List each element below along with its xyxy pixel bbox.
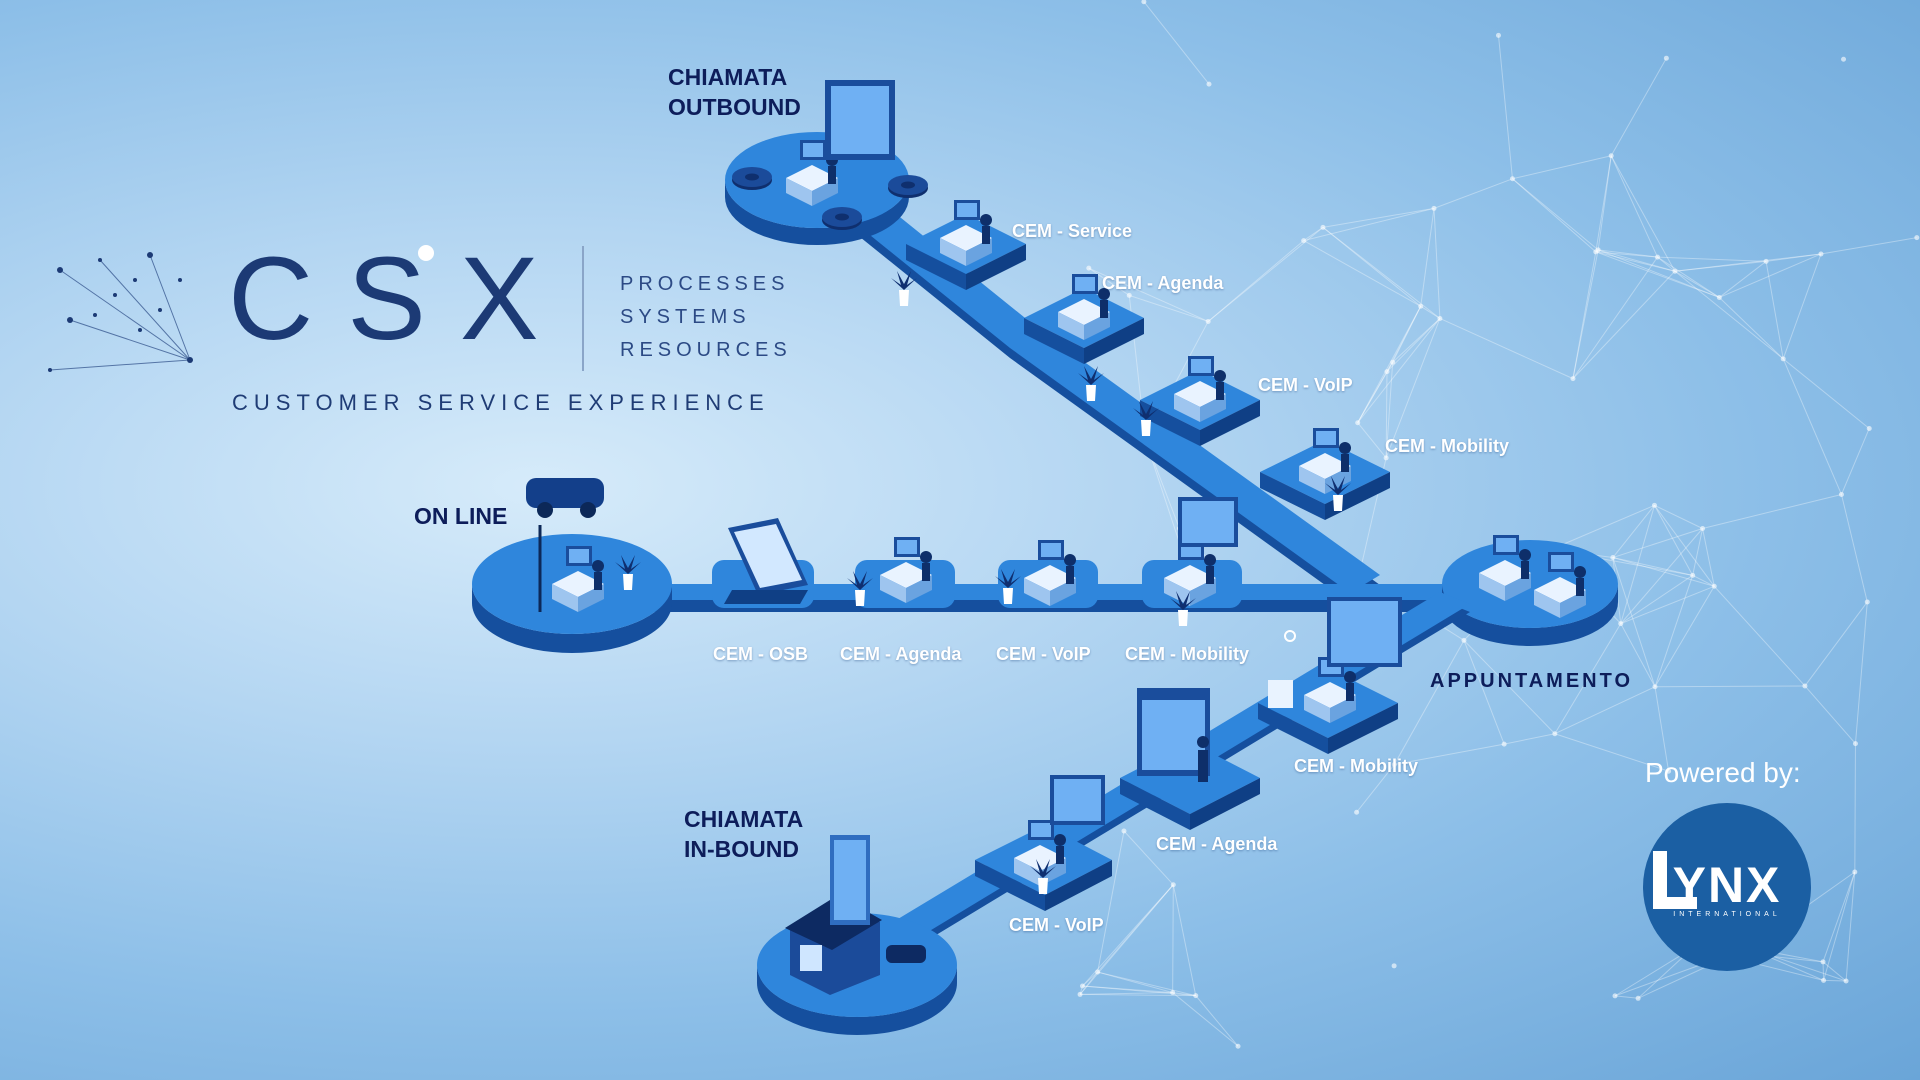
lynx-l-mark-icon	[1653, 851, 1697, 909]
inbound-title-line-2: IN-BOUND	[684, 836, 799, 862]
outbound-route	[725, 80, 1390, 603]
powered-by-label: Powered by:	[1645, 757, 1801, 788]
inbound-stop-voip: CEM - VoIP	[1009, 915, 1104, 935]
outbound-title-line-1: CHIAMATA	[668, 64, 788, 90]
pillar-systems: SYSTEMS	[620, 306, 751, 328]
calendar-icon	[1137, 688, 1210, 776]
logo-tagline: CUSTOMER SERVICE EXPERIENCE	[232, 390, 770, 415]
logo-accent-dot	[418, 245, 434, 261]
pillar-processes: PROCESSES	[620, 273, 790, 295]
inbound-stop-agenda: CEM - Agenda	[1156, 834, 1278, 854]
lynx-logo-word: YNX	[1672, 857, 1782, 913]
csx-logo: CSX	[228, 233, 573, 365]
outbound-stop-service: CEM - Service	[1012, 221, 1133, 241]
logo-pillars: PROCESSES SYSTEMS RESOURCES	[620, 268, 792, 367]
outbound-stop-mobility: CEM - Mobility	[1385, 436, 1509, 456]
online-stop-osb: CEM - OSB	[713, 644, 809, 664]
constellation-icon	[48, 252, 193, 372]
logo-divider	[582, 246, 584, 371]
outbound-title-line-2: OUTBOUND	[668, 94, 801, 120]
outbound-stop-agenda: CEM - Agenda	[1102, 273, 1224, 293]
inbound-title-line-1: CHIAMATA	[684, 806, 804, 832]
laptop-icon	[724, 518, 808, 604]
destination-title: APPUNTAMENTO	[1430, 670, 1634, 692]
online-title: ON LINE	[414, 503, 508, 529]
online-route	[472, 478, 1618, 653]
lynx-logo-badge: YNX INTERNATIONAL	[1643, 803, 1811, 971]
tower-icon	[830, 835, 870, 925]
lynx-logo-subtitle: INTERNATIONAL	[1673, 911, 1781, 918]
online-stop-mobility: CEM - Mobility	[1125, 644, 1249, 664]
online-stop-voip: CEM - VoIP	[996, 644, 1091, 664]
inbound-stop-mobility: CEM - Mobility	[1294, 756, 1418, 776]
inbound-title: CHIAMATA IN-BOUND	[684, 804, 803, 864]
online-stop-agenda: CEM - Agenda	[840, 644, 962, 664]
outbound-title: CHIAMATA OUTBOUND	[668, 62, 801, 122]
pillar-resources: RESOURCES	[620, 339, 792, 361]
car-icon	[526, 478, 604, 518]
inbound-route	[757, 592, 1470, 1035]
outbound-stop-voip: CEM - VoIP	[1258, 375, 1353, 395]
